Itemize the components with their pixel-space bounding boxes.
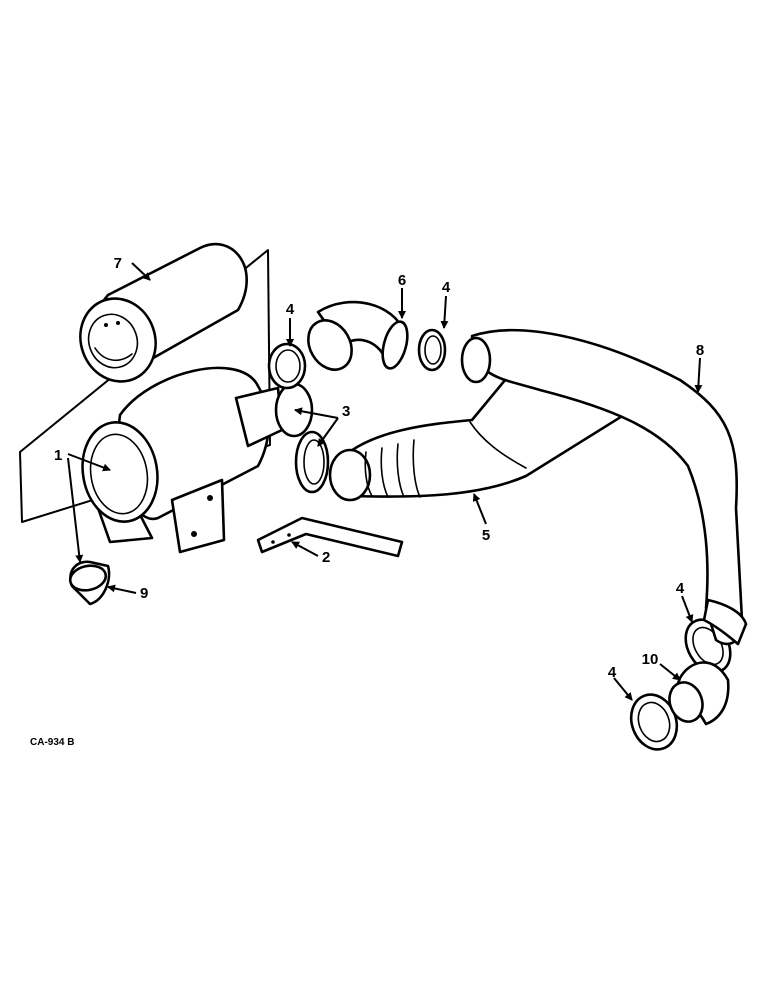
callout-10: 10 — [642, 651, 659, 668]
air-cleaner-housing-1 — [81, 366, 314, 554]
clamp-4-b — [417, 328, 447, 372]
callout-8: 8 — [696, 342, 704, 359]
callout-3: 3 — [342, 403, 350, 420]
callout-7: 7 — [114, 255, 122, 272]
callout-2: 2 — [322, 549, 330, 566]
callout-labels: 7 4 6 4 8 3 1 2 5 9 4 10 4 — [54, 255, 704, 681]
intake-tube-8 — [460, 328, 748, 646]
callout-6: 6 — [398, 272, 406, 289]
clamp-3 — [294, 430, 330, 494]
callout-5: 5 — [482, 527, 490, 544]
elbow-10 — [668, 661, 730, 726]
clamp-4-d — [629, 693, 679, 751]
clamp-4-a — [267, 342, 307, 390]
callout-4-d: 4 — [608, 664, 617, 681]
callout-4-b: 4 — [442, 279, 451, 296]
elbow-hose-6 — [307, 300, 409, 371]
drawing-code: CA-934 B — [30, 737, 74, 748]
filter-element-7 — [79, 242, 248, 383]
bracket-2 — [256, 516, 404, 558]
callout-4-c: 4 — [676, 580, 685, 597]
leader-lines — [67, 262, 703, 701]
cap-9 — [68, 560, 111, 606]
callout-4-a: 4 — [286, 301, 295, 318]
callout-9: 9 — [140, 585, 148, 602]
callout-1: 1 — [54, 447, 62, 464]
